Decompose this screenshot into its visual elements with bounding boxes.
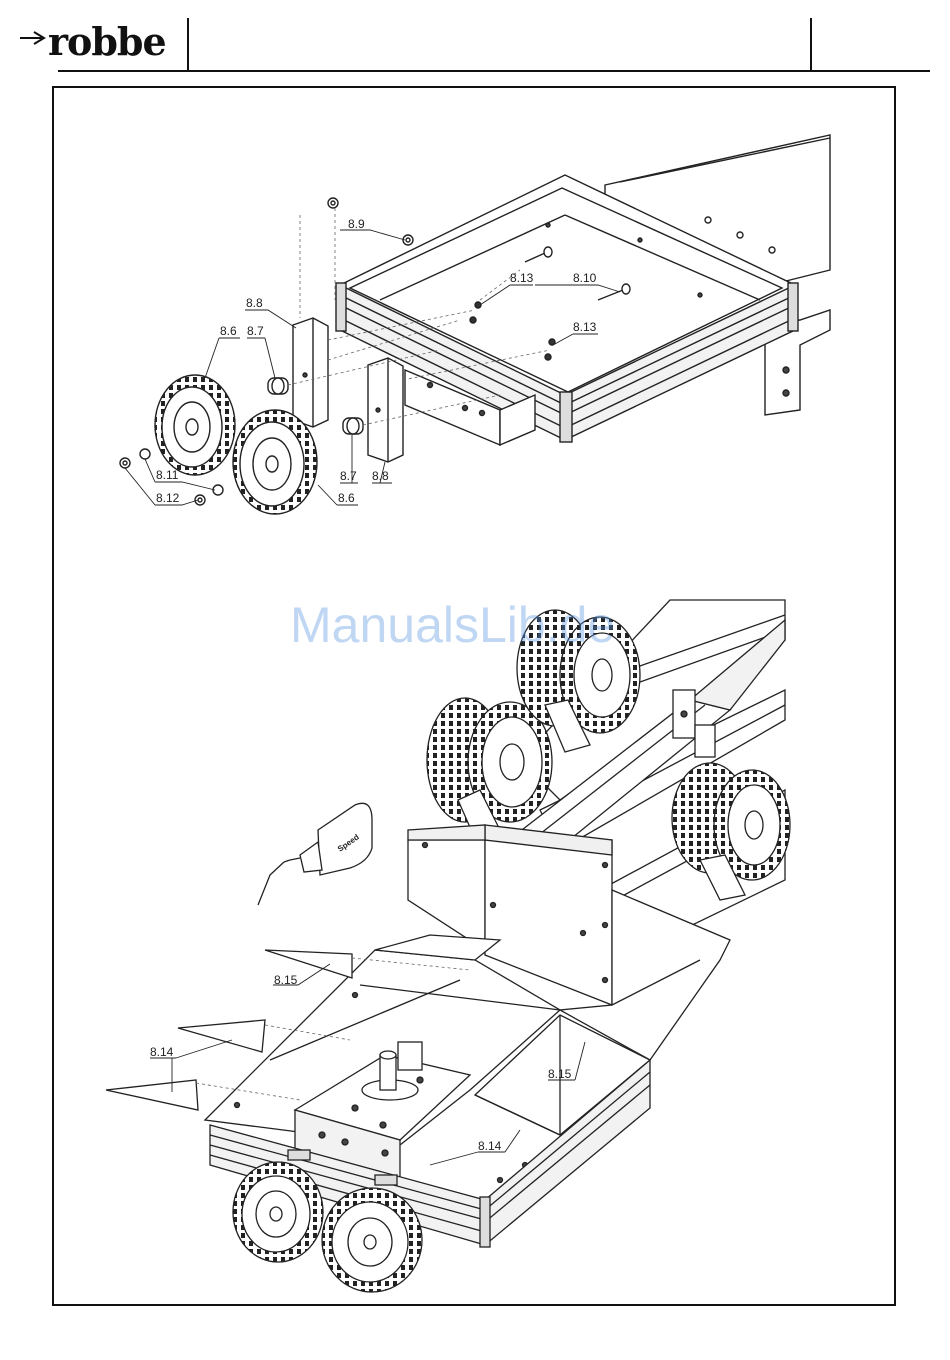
callout-8-6-upper: 8.6 bbox=[220, 324, 237, 338]
wedge-8-14-upper bbox=[178, 1020, 265, 1052]
callout-8-15-left: 8.15 bbox=[274, 973, 298, 987]
callout-8-9: 8.9 bbox=[348, 217, 365, 231]
wedge-8-14-lower bbox=[106, 1080, 198, 1110]
bottom-assembly-view: Speed bbox=[106, 600, 790, 1292]
watermark: ManualsLib.de bbox=[290, 596, 615, 654]
callout-8-10: 8.10 bbox=[573, 271, 597, 285]
wheel-rear-left bbox=[233, 1162, 323, 1262]
callout-8-7-upper: 8.7 bbox=[247, 324, 264, 338]
callout-8-13-upper: 8.13 bbox=[510, 271, 534, 285]
callout-8-8-left: 8.8 bbox=[246, 296, 263, 310]
callout-8-14-left: 8.14 bbox=[150, 1045, 174, 1059]
callout-8-6-lower: 8.6 bbox=[338, 491, 355, 505]
callout-8-12: 8.12 bbox=[156, 491, 180, 505]
callout-8-7-lower: 8.7 bbox=[340, 469, 357, 483]
wheel-8-6-front bbox=[233, 410, 317, 514]
callout-8-13-lower: 8.13 bbox=[573, 320, 597, 334]
callout-8-8-right: 8.8 bbox=[372, 469, 389, 483]
wheel-8-6-rear bbox=[155, 375, 235, 475]
callout-8-14-right: 8.14 bbox=[478, 1139, 502, 1153]
callout-8-15-right: 8.15 bbox=[548, 1067, 572, 1081]
callout-8-11: 8.11 bbox=[156, 468, 179, 482]
wheel-right-pair bbox=[672, 763, 790, 880]
glue-bottle: Speed bbox=[258, 803, 372, 905]
wheel-rear-right bbox=[322, 1188, 422, 1292]
